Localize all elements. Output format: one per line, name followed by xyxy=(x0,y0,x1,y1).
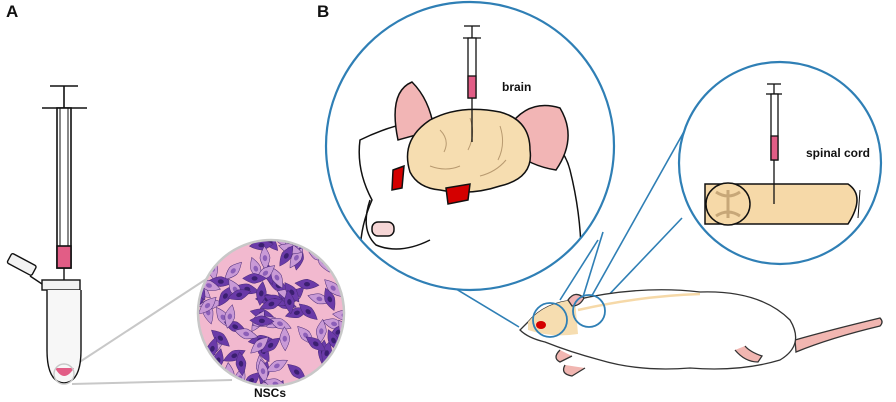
stem-cell xyxy=(330,361,344,380)
stem-cell xyxy=(206,240,232,247)
stem-cell xyxy=(242,273,268,284)
stem-cell xyxy=(298,303,318,320)
nsc-cells-circle xyxy=(185,223,346,388)
stem-cell xyxy=(234,328,259,340)
stem-cell xyxy=(268,318,292,330)
panel-b-letter: B xyxy=(317,2,330,21)
stem-cell xyxy=(259,298,284,310)
stem-cell xyxy=(279,245,294,267)
stem-cell xyxy=(235,351,247,377)
stem-cell xyxy=(227,289,252,301)
stem-cell xyxy=(198,266,205,278)
stem-cell xyxy=(333,355,344,366)
stem-cell xyxy=(221,380,247,386)
stem-cell xyxy=(259,245,271,271)
panel-a xyxy=(6,85,346,388)
stem-cell xyxy=(294,278,320,290)
stem-cell xyxy=(185,298,198,323)
spinal-syringe-icon xyxy=(766,83,782,204)
stem-cell xyxy=(250,336,269,354)
stem-cell xyxy=(327,373,339,386)
brain-label: brain xyxy=(502,80,532,94)
brain-syringe-icon xyxy=(463,25,481,142)
rat-eye-right xyxy=(445,183,471,205)
stem-cell xyxy=(279,326,291,352)
stem-cell xyxy=(198,250,216,262)
stem-cell xyxy=(256,281,267,306)
panel-b xyxy=(324,0,883,377)
stem-cell xyxy=(305,336,326,352)
stem-cell xyxy=(249,315,275,327)
stem-cell xyxy=(324,287,336,311)
stem-cell xyxy=(270,266,283,289)
brain-icon xyxy=(406,108,532,193)
rat-icon xyxy=(519,289,883,377)
stem-cell xyxy=(257,358,269,384)
nscs-label: NSCs xyxy=(254,386,287,400)
stem-cell xyxy=(205,223,231,243)
brain-injection-circle xyxy=(324,0,616,292)
rat-eye-left xyxy=(391,164,405,191)
panel-a-letter: A xyxy=(6,2,19,21)
spinal-cord-label: spinal cord xyxy=(806,146,871,160)
stem-cell xyxy=(205,240,231,245)
microtube-icon xyxy=(6,253,82,385)
stem-cell xyxy=(198,247,203,268)
stem-cell xyxy=(224,304,236,329)
spinal-cord-injection-circle xyxy=(677,60,883,266)
stem-cell xyxy=(213,378,224,386)
stem-cell xyxy=(284,289,295,315)
zoom-lines-a xyxy=(71,275,233,385)
